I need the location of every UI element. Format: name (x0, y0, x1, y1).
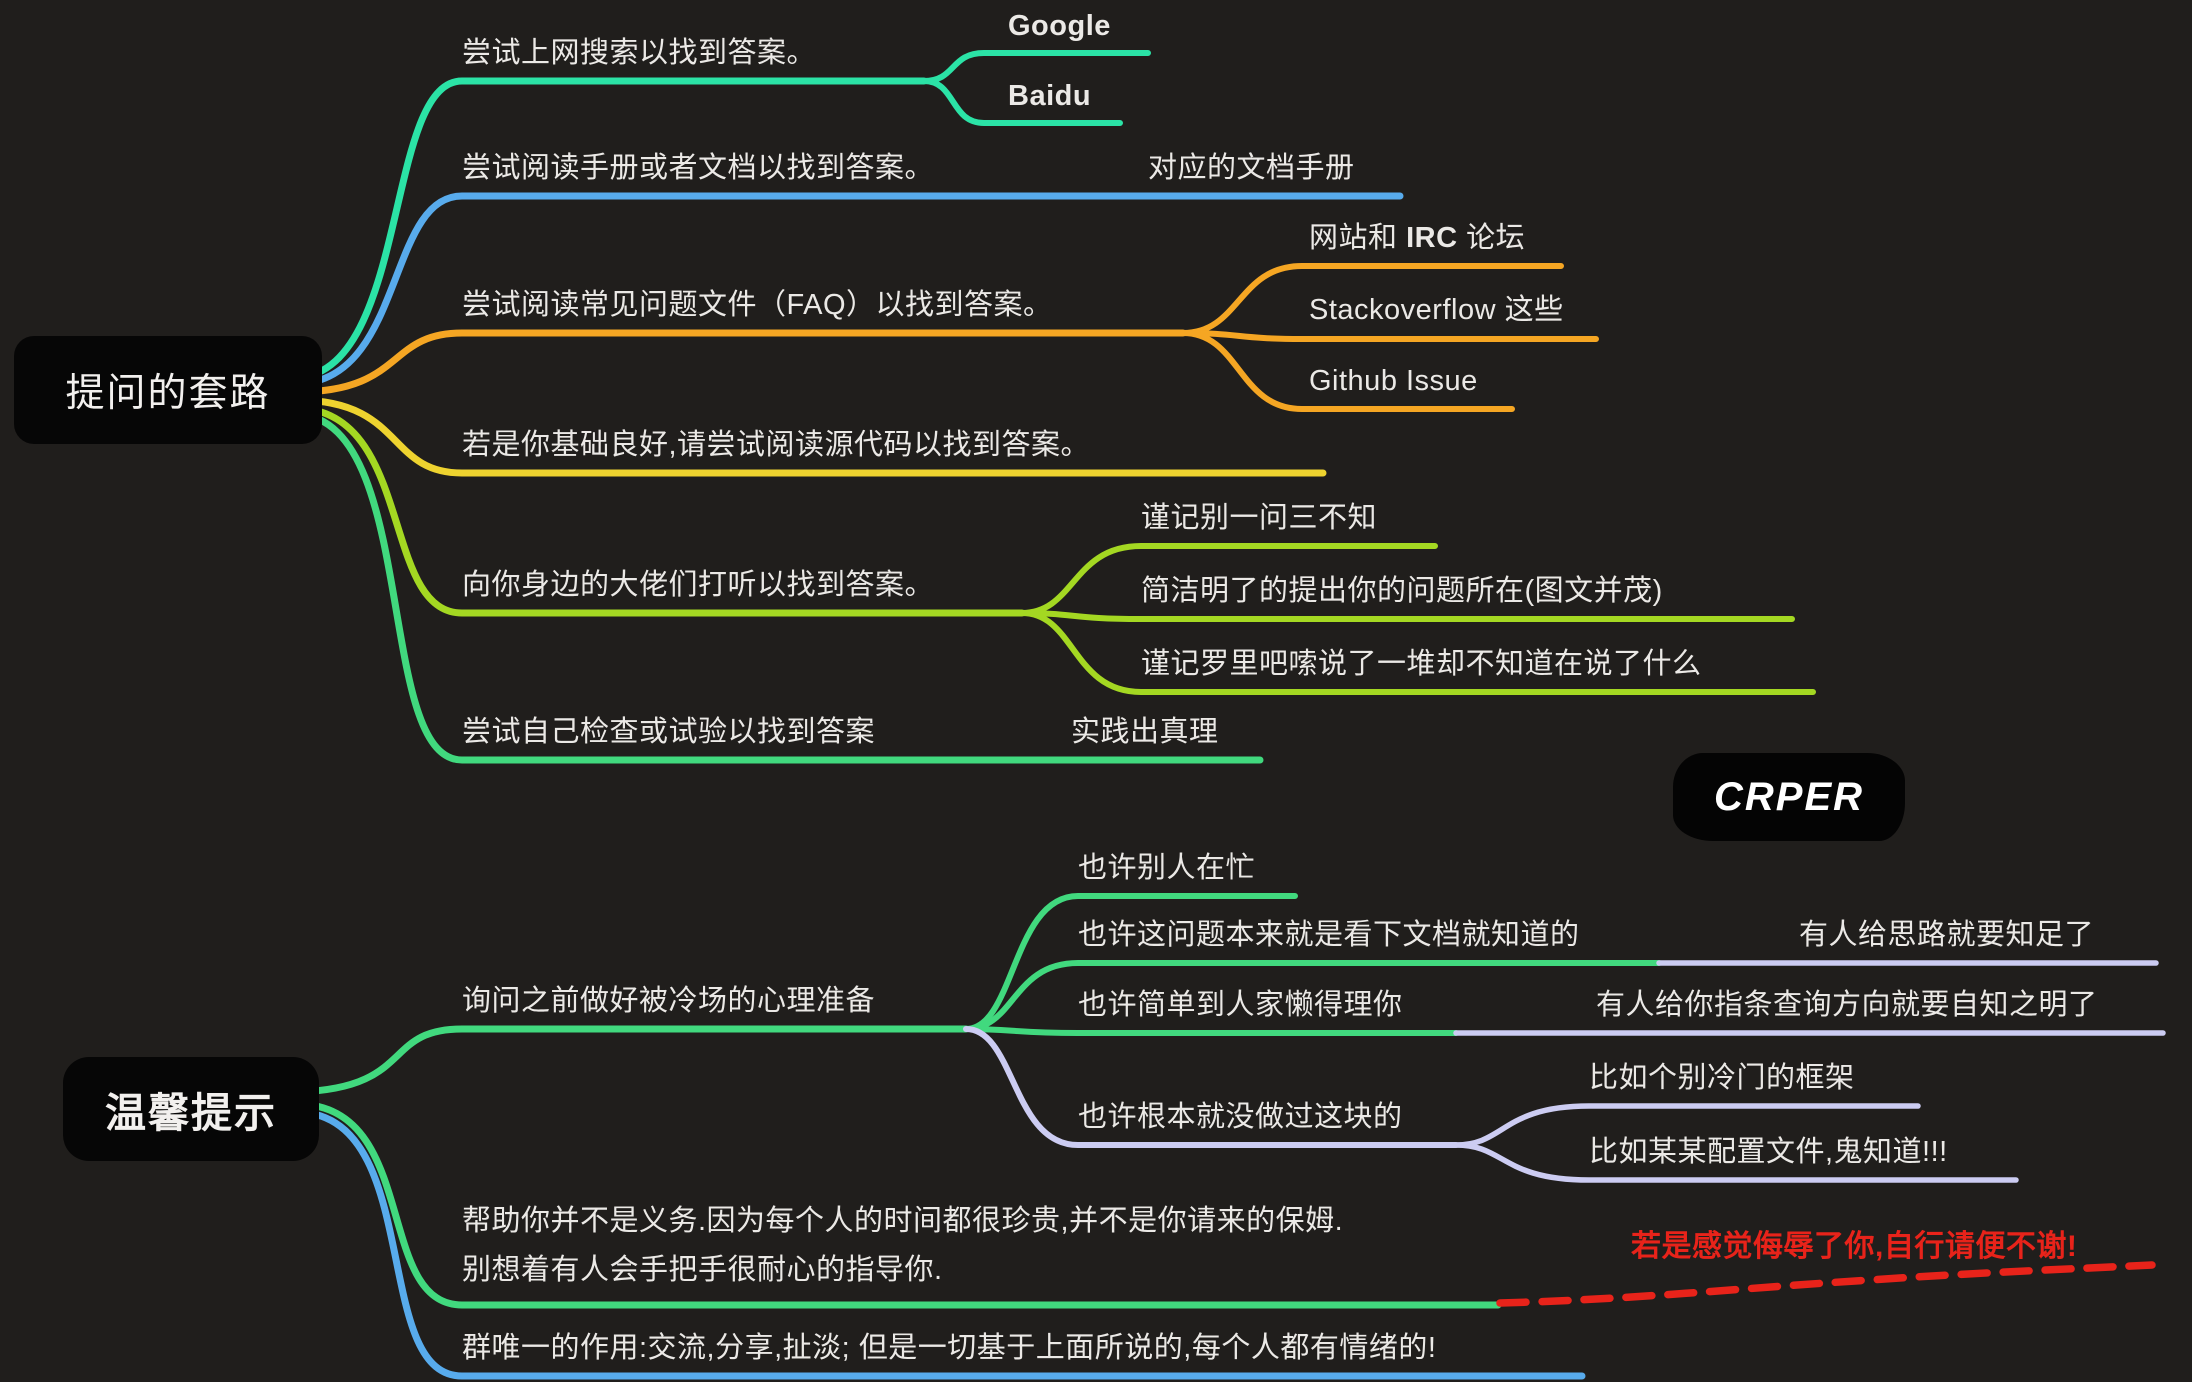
branch-line-know-something (1019, 543, 1438, 616)
node-rambling[interactable]: 谨记罗里吧嗦说了一堆却不知道在说了什么 (1141, 648, 1702, 680)
node-niche-framework[interactable]: 比如个别冷门的框架 (1589, 1062, 1855, 1094)
node-stackoverflow[interactable]: Stackoverflow 这些 (1309, 294, 1564, 326)
node-concise-question[interactable]: 简洁明了的提出你的问题所在(图文并茂) (1141, 575, 1663, 607)
branch-line-group-purpose (294, 1108, 1586, 1380)
node-never-done[interactable]: 也许根本就没做过这块的 (1078, 1101, 1403, 1133)
branch-line-rambling (1019, 610, 1816, 695)
branch-line-not-obligation (294, 1100, 1502, 1309)
branch-line-maybe-in-docs (963, 960, 1662, 1032)
node-google[interactable]: Google (1008, 10, 1111, 42)
node-search-web[interactable]: 尝试上网搜索以找到答案。 (462, 37, 817, 69)
node-not-obligation-line1[interactable]: 帮助你并不是义务.因为每个人的时间都很珍贵,并不是你请来的保姆. (462, 1205, 1344, 1237)
node-config-file[interactable]: 比如某某配置文件,鬼知道!!! (1589, 1136, 1948, 1168)
node-not-obligation-line2[interactable]: 别想着有人会手把手很耐心的指导你. (462, 1254, 943, 1286)
node-irc-forum-prefix: 网站和 (1309, 222, 1407, 254)
root-node-question-methods[interactable]: 提问的套路 (14, 336, 322, 444)
branch-line-maybe-busy (963, 893, 1298, 1032)
branch-line-prepare-cold (294, 1025, 970, 1096)
branch-line-irc-forum (1180, 263, 1564, 336)
branch-line-niche-framework (1453, 1103, 1921, 1148)
branch-line-google (921, 50, 1151, 84)
node-github-issue[interactable]: Github Issue (1309, 365, 1478, 397)
node-read-source[interactable]: 若是你基础良好,请尝试阅读源代码以找到答案。 (462, 429, 1091, 461)
node-maybe-in-docs[interactable]: 也许这问题本来就是看下文档就知道的 (1078, 919, 1580, 951)
node-irc-forum-suffix: 论坛 (1457, 222, 1526, 254)
branch-line-baidu (921, 78, 1123, 126)
branch-line-insult-warning (1496, 1261, 2156, 1307)
root-node-tips[interactable]: 温馨提示 (63, 1057, 319, 1161)
branch-line-ask-experts (292, 404, 1026, 617)
node-prepare-cold[interactable]: 询问之前做好被冷场的心理准备 (462, 985, 876, 1017)
node-read-manual[interactable]: 尝试阅读手册或者文档以找到答案。 (462, 152, 935, 184)
branch-line-search-web (292, 77, 928, 382)
node-practice-truth[interactable]: 实践出真理 (1071, 716, 1219, 748)
node-read-faq[interactable]: 尝试阅读常见问题文件（FAQ）以找到答案。 (462, 289, 1053, 321)
node-self-test[interactable]: 尝试自己检查或试验以找到答案 (462, 716, 876, 748)
node-maybe-busy[interactable]: 也许别人在忙 (1078, 852, 1256, 884)
branch-line-maybe-too-simple (963, 1026, 1459, 1036)
watermark-crper: CRPER (1673, 753, 1905, 841)
node-ask-experts[interactable]: 向你身边的大佬们打听以找到答案。 (462, 569, 935, 601)
node-irc-forum-bold: IRC (1406, 222, 1458, 254)
node-be-content[interactable]: 有人给思路就要知足了 (1799, 919, 2095, 951)
branch-line-never-done (963, 1026, 1459, 1148)
node-maybe-too-simple[interactable]: 也许简单到人家懒得理你 (1078, 989, 1403, 1021)
branch-line-read-faq (292, 329, 1187, 396)
node-irc-forum[interactable]: 网站和 IRC 论坛 (1309, 220, 1525, 256)
branch-line-self-test (292, 410, 1264, 764)
node-docs-manual[interactable]: 对应的文档手册 (1148, 152, 1355, 184)
branch-line-config-file (1453, 1142, 2019, 1183)
branch-line-concise (1019, 610, 1795, 622)
branch-line-stackoverflow (1180, 330, 1599, 342)
node-self-aware[interactable]: 有人给你指条查询方向就要自知之明了 (1596, 989, 2098, 1021)
node-group-purpose[interactable]: 群唯一的作用:交流,分享,扯淡; 但是一切基于上面所说的,每个人都有情绪的! (462, 1332, 1437, 1364)
branch-line-read-manual (292, 192, 1404, 388)
node-insult-warning[interactable]: 若是感觉侮辱了你,自行请便不谢! (1631, 1230, 2078, 1263)
node-baidu[interactable]: Baidu (1008, 80, 1092, 112)
branch-line-github-issue (1180, 330, 1515, 412)
branch-line-read-source (292, 396, 1327, 477)
node-know-something[interactable]: 谨记别一问三不知 (1141, 502, 1378, 534)
